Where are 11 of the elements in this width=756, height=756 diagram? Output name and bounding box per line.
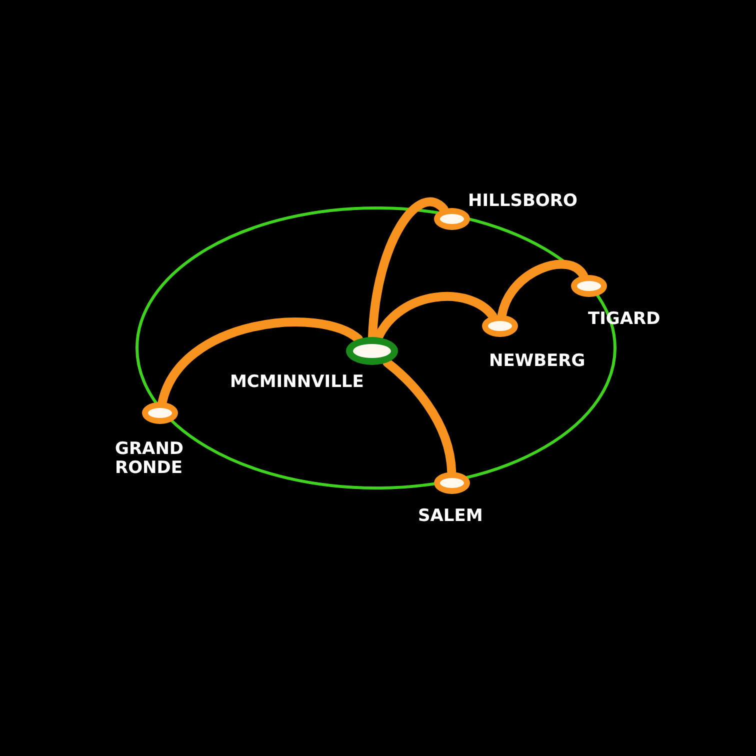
city-marker	[142, 402, 178, 424]
city-name: SALEM	[418, 507, 483, 526]
city-name: NEWBERG	[489, 352, 586, 371]
city-marker	[482, 315, 518, 337]
hub-marker	[346, 337, 398, 365]
city-marker	[434, 472, 470, 494]
city-marker	[434, 208, 470, 230]
city-name: MCMINNVILLE	[230, 373, 364, 392]
city-marker	[571, 275, 607, 297]
city-name: GRAND RONDE	[115, 440, 185, 478]
city-name: HILLSBORO	[468, 192, 578, 211]
